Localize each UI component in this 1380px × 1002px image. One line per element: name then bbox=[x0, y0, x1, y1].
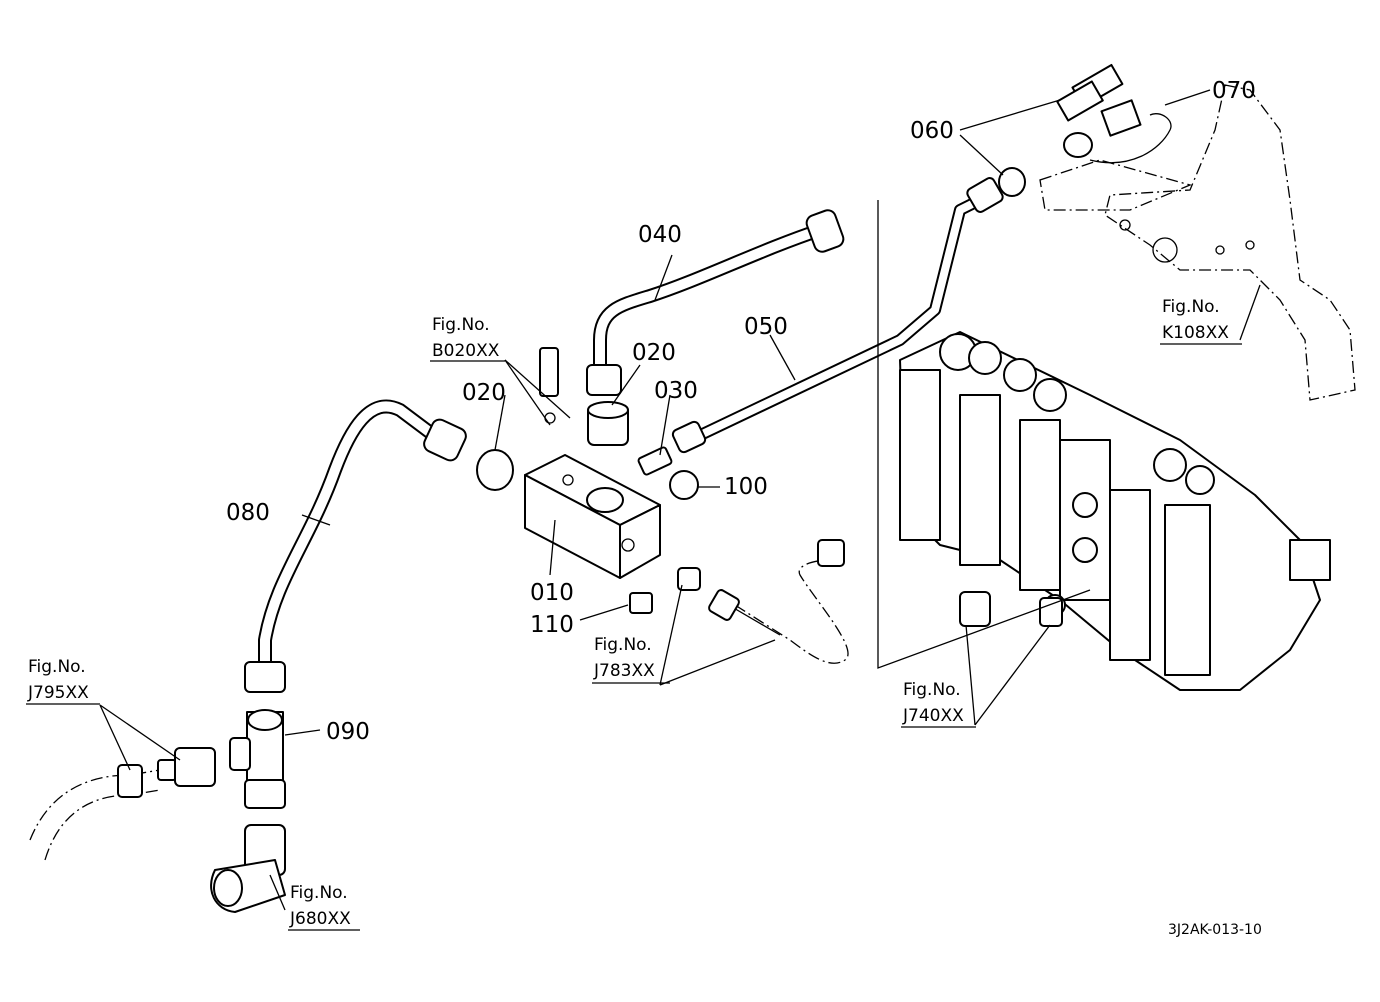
svg-text:J680XX: J680XX bbox=[289, 909, 351, 929]
fig-ref-j740: Fig.No. J740XX bbox=[901, 680, 976, 728]
callout-020-left: 020 bbox=[462, 380, 506, 406]
fig-ref-j783: Fig.No. J783XX bbox=[592, 635, 670, 684]
callout-020-top: 020 bbox=[632, 340, 676, 366]
callout-110: 110 bbox=[530, 612, 574, 638]
callout-010: 010 bbox=[530, 580, 574, 606]
svg-text:J795XX: J795XX bbox=[27, 683, 89, 703]
svg-text:Fig.No.: Fig.No. bbox=[903, 680, 961, 700]
callout-040: 040 bbox=[638, 222, 682, 248]
drawing-code: 3J2AK-013-10 bbox=[1168, 922, 1262, 938]
quick-coupler bbox=[998, 63, 1192, 211]
svg-text:B020XX: B020XX bbox=[432, 341, 500, 361]
callout-030: 030 bbox=[654, 378, 698, 404]
control-valve-assembly bbox=[899, 331, 1331, 691]
svg-text:Fig.No.: Fig.No. bbox=[432, 315, 490, 335]
callout-050: 050 bbox=[744, 314, 788, 340]
svg-text:J783XX: J783XX bbox=[593, 661, 655, 681]
leader-lines bbox=[99, 89, 1261, 911]
bracket bbox=[1104, 84, 1356, 401]
svg-text:Fig.No.: Fig.No. bbox=[290, 883, 348, 903]
callout-090: 090 bbox=[326, 719, 370, 745]
svg-text:Fig.No.: Fig.No. bbox=[1162, 297, 1220, 317]
fig-ref-j795: Fig.No. J795XX bbox=[26, 657, 100, 705]
elbow-j680 bbox=[210, 824, 286, 913]
svg-text:Fig.No.: Fig.No. bbox=[594, 635, 652, 655]
fig-ref-k108: Fig.No. K108XX bbox=[1160, 297, 1242, 345]
svg-text:Fig.No.: Fig.No. bbox=[28, 657, 86, 677]
callout-100: 100 bbox=[724, 474, 768, 500]
svg-text:K108XX: K108XX bbox=[1162, 323, 1229, 343]
svg-text:J740XX: J740XX bbox=[902, 706, 964, 726]
callout-060: 060 bbox=[910, 118, 954, 144]
callout-080: 080 bbox=[226, 500, 270, 526]
fig-ref-j680: Fig.No. J680XX bbox=[288, 883, 360, 931]
block-010 bbox=[524, 454, 661, 579]
callout-070: 070 bbox=[1212, 78, 1256, 104]
fitting-020-left bbox=[476, 449, 514, 491]
fig-ref-b020: Fig.No. B020XX bbox=[430, 315, 505, 362]
tee-090 bbox=[229, 709, 286, 809]
